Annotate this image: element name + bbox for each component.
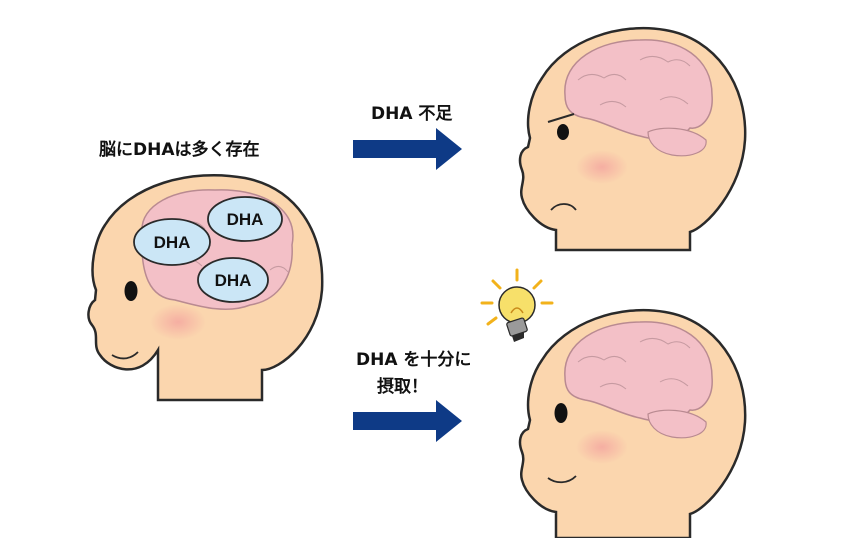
dha-bubble-label: DHA (154, 233, 191, 252)
dha-intake-caption-line2: 摂取！ (377, 377, 428, 397)
dha-bubble-label: DHA (227, 210, 264, 229)
lightbulb-icon (480, 268, 554, 342)
cheek (576, 150, 628, 184)
right-arrow-icon (353, 128, 462, 170)
left-head: DHA DHA DHA (87, 174, 324, 402)
mouth (111, 351, 139, 360)
brain (564, 321, 713, 423)
eye (124, 281, 138, 301)
cheek (150, 304, 206, 340)
dha-intake-caption-line1: DHA を十分に (356, 350, 472, 370)
eye (557, 124, 569, 140)
dha-deficiency-caption: DHA 不足 (371, 104, 453, 124)
mouth (547, 475, 577, 484)
dha-bubble (207, 196, 283, 242)
brain (564, 39, 713, 141)
cheek (576, 430, 628, 464)
cerebellum (647, 127, 707, 157)
dha-bubble-label: DHA (215, 271, 252, 290)
mouth (550, 203, 577, 211)
eye (554, 403, 568, 423)
right-arrow-icon (353, 400, 462, 442)
bottom-right-head (518, 308, 747, 540)
dha-bubble (197, 257, 269, 303)
dha-bubble (133, 218, 211, 266)
brain-dha-caption: 脳にDHAは多く存在 (99, 140, 260, 160)
top-right-head (518, 26, 747, 252)
cerebellum (647, 409, 707, 439)
eyebrow (547, 113, 575, 123)
